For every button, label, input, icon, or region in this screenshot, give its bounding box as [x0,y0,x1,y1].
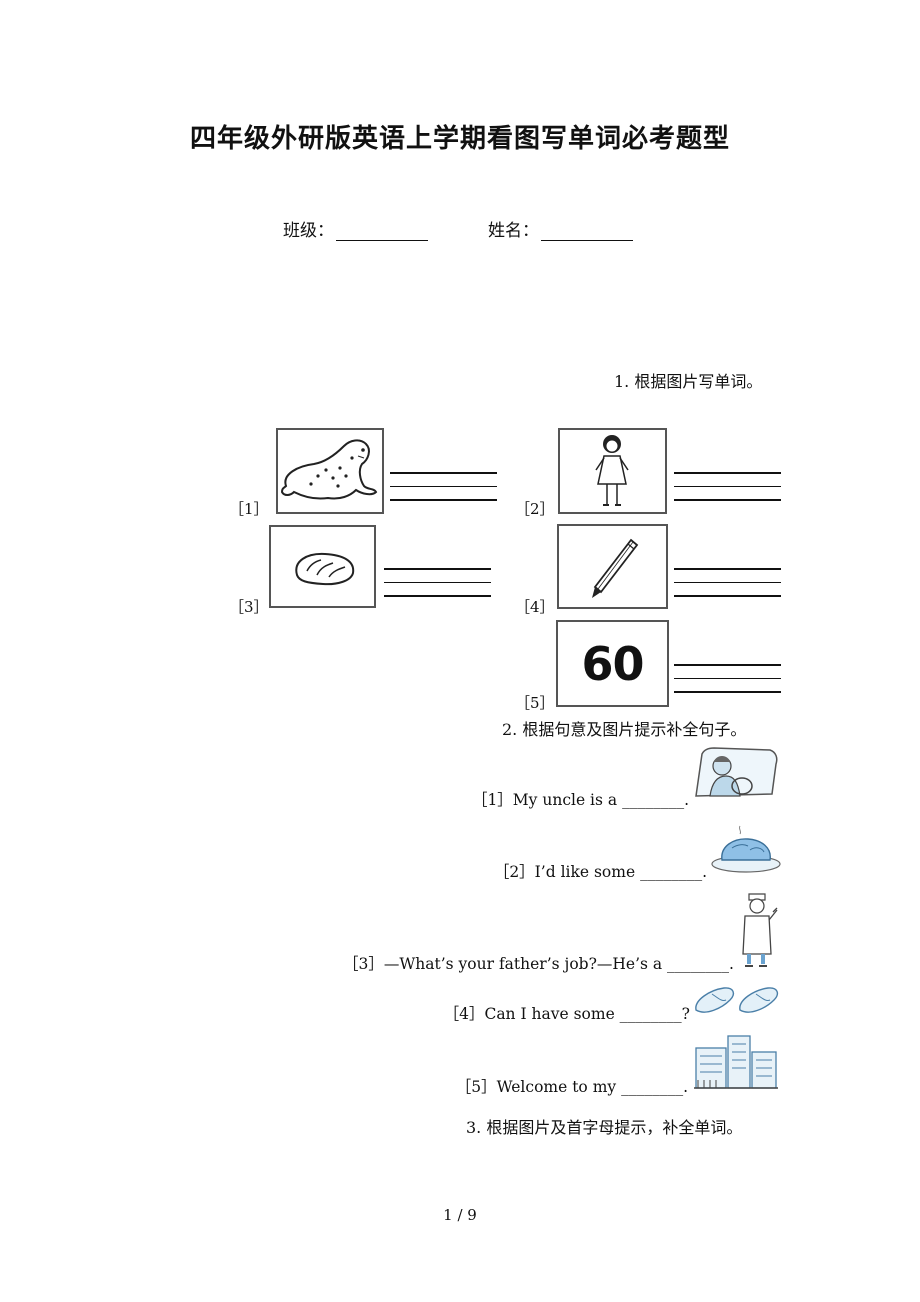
name-label: 姓名： [488,221,539,241]
item4-label: ［4］ [515,598,555,616]
item5-answer-lines[interactable] [674,664,781,705]
item4-picture [557,524,668,609]
class-field: 班级： [283,216,428,241]
page-number: 1 / 9 [443,1206,477,1224]
slippers-icon [695,987,779,1013]
name-field: 姓名： [488,216,633,241]
section1-heading: 1. 根据图片写单词。 [614,372,763,391]
item2-label: ［2］ [515,500,555,518]
item1-label: ［1］ [229,500,269,518]
sentence2-picture [710,824,782,878]
sentence1: ［1］My uncle is a ________. [471,791,689,809]
sentence5-picture [692,1032,780,1094]
sentence3: ［3］—What’s your father’s job?—He’s a ___… [342,955,734,973]
item2-answer-lines[interactable] [674,472,781,513]
seal-icon [280,439,378,500]
item5-label: ［5］ [515,694,555,712]
roast-chicken-icon [711,825,781,873]
section2-heading: 2. 根据句意及图片提示补全句子。 [502,720,747,739]
item1-picture [276,428,384,514]
class-blank[interactable] [336,222,428,241]
page-title: 四年级外研版英语上学期看图写单词必考题型 [189,124,730,154]
sentence5: ［5］Welcome to my ________. [455,1078,688,1096]
girl-icon [595,435,629,506]
item3-label: ［3］ [229,598,269,616]
driver-icon [695,747,778,797]
name-blank[interactable] [541,222,633,241]
class-label: 班级： [283,221,334,241]
item4-answer-lines[interactable] [674,568,781,609]
doctor-icon [742,893,778,967]
item2-picture [558,428,667,514]
sentence1-picture [692,746,780,806]
item3-answer-lines[interactable] [384,568,491,609]
pencil-icon [592,538,639,598]
sentence3-picture [737,888,781,972]
school-building-icon [694,1035,778,1089]
section3-heading: 3. 根据图片及首字母提示，补全单词。 [466,1118,743,1137]
sentence4: ［4］Can I have some ________? [443,1005,690,1023]
number-60-icon: 60 [581,636,644,691]
item3-picture [269,525,376,608]
item1-answer-lines[interactable] [390,472,497,513]
sentence2: ［2］I’d like some ________. [493,863,707,881]
item5-picture: 60 [556,620,669,707]
sentence4-picture [692,982,782,1022]
bread-icon [295,552,355,586]
